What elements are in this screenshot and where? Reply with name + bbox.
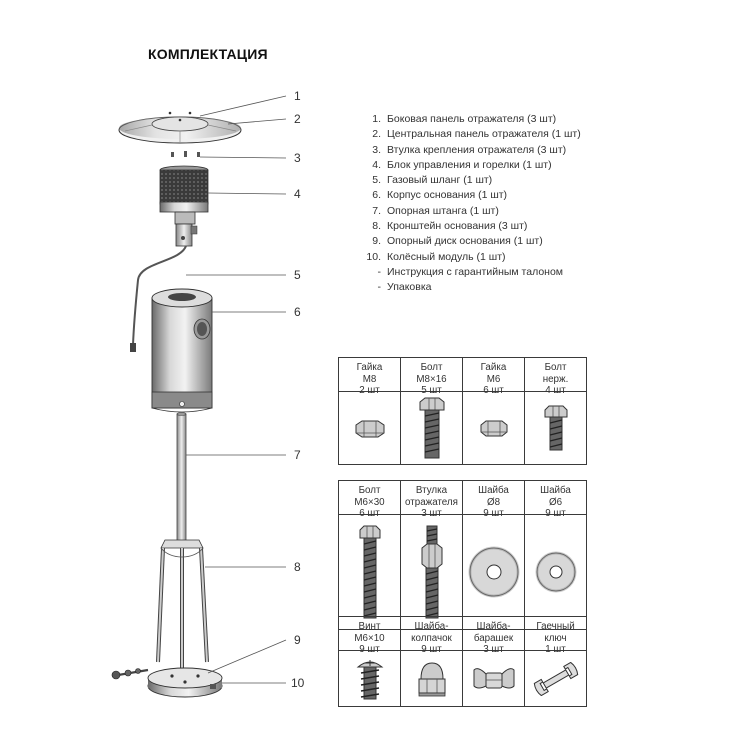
callout-3: 3 [294,151,301,165]
support-pole-part [176,412,187,543]
wing-nut-icon [473,667,514,688]
list-item: 9.Опорный диск основания (1 шт) [372,235,543,248]
page-title: КОМПЛЕКТАЦИЯ [148,46,268,62]
list-item: 3.Втулка крепления отражателя (3 шт) [372,143,567,156]
burner-control-block-part [159,165,209,247]
parts-list: 1.Боковая панель отражателя (3 шт) 2.Цен… [364,112,581,296]
list-item: 4.Блок управления и горелки (1 шт) [372,158,552,171]
list-item: 7.Опорная штанга (1 шт) [372,204,499,217]
reflector-part [118,111,242,144]
screw-icon [356,659,383,699]
base-housing-part [151,288,213,413]
list-item: 5.Газовый шланг (1 шт) [372,174,493,187]
hex-nut-icon [480,420,507,437]
list-item: 6.Корпус основания (1 шт) [372,189,508,202]
reflector-bushings-part [171,151,200,157]
callout-7: 7 [294,448,301,462]
callout-leaders [186,95,287,684]
list-item: 8.Кронштейн основания (3 шт) [372,220,528,233]
base-brackets-part [156,539,209,668]
callout-9: 9 [294,633,301,647]
reflector-bushing-icon [421,525,442,619]
callout-6: 6 [294,305,301,319]
gas-hose-part [130,245,187,352]
callout-10: 10 [291,676,305,690]
base-disc-part [147,667,223,698]
bolt-icon [544,405,567,451]
washer-icon [535,551,576,593]
wrench-icon [533,661,578,696]
list-item: -Инструкция с гарантийным талоном [377,265,564,278]
cap-nut-icon [418,661,445,696]
hex-nut-icon [355,420,384,438]
washer-icon [468,546,519,598]
wheel-module-part [111,668,149,680]
long-bolt-icon [359,525,380,619]
callout-4: 4 [294,187,301,201]
bolt-icon [419,397,444,459]
list-item: 2.Центральная панель отражателя (1 шт) [372,128,581,141]
callout-5: 5 [294,268,301,282]
list-item: 10.Колёсный модуль (1 шт) [366,250,506,263]
list-item: 1.Боковая панель отражателя (3 шт) [372,113,557,125]
callout-2: 2 [294,112,301,126]
callout-8: 8 [294,560,301,574]
callout-1: 1 [294,89,301,103]
list-item: -Упаковка [377,281,432,294]
